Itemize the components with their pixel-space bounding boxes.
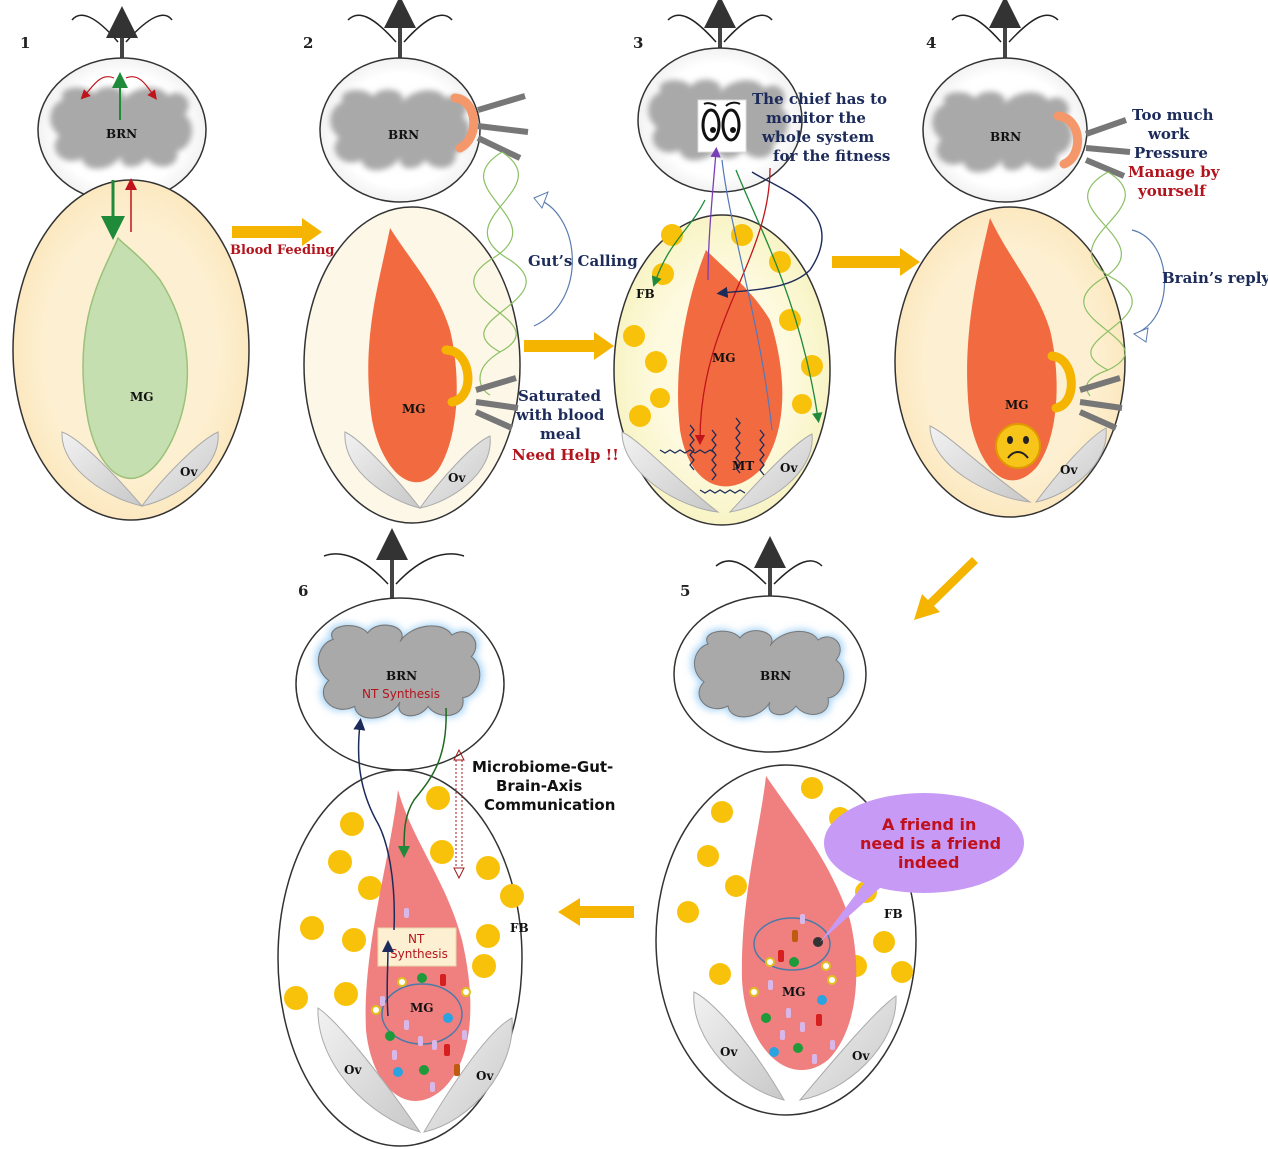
fat-body-label: FB xyxy=(636,287,655,301)
brain-label: BRN xyxy=(386,669,417,683)
tubule-label: MT xyxy=(732,459,754,473)
need-help-label: Need Help !! xyxy=(512,446,619,464)
saturated-line-1: Saturated xyxy=(518,387,601,405)
brains-reply-arrow xyxy=(1132,230,1165,334)
manage-line-1: Manage by xyxy=(1128,163,1221,181)
panel-number-5: 5 xyxy=(680,582,690,600)
gut-nt-line-2: Synthesis xyxy=(390,947,448,961)
brain-label: BRN xyxy=(106,127,137,141)
panel-number-6: 6 xyxy=(298,582,308,600)
eye-right xyxy=(723,110,739,140)
chief-line-4: for the fitness xyxy=(773,147,890,165)
midgut-label: MG xyxy=(1005,398,1029,412)
ovary-label: Ov xyxy=(780,461,798,475)
midgut-label: MG xyxy=(782,985,806,999)
arrow-3-to-4 xyxy=(832,248,920,276)
ovary-label: Ov xyxy=(180,465,198,479)
panel-number-2: 2 xyxy=(303,34,313,52)
ovary-label: Ov xyxy=(1060,463,1078,477)
brain-label: BRN xyxy=(760,669,791,683)
pressure-line-3: Pressure xyxy=(1134,144,1208,162)
ovary-label-left: Ov xyxy=(720,1045,738,1059)
arrow-5-to-6 xyxy=(558,898,634,926)
chief-line-2: monitor the xyxy=(766,109,866,127)
panel-number-1: 1 xyxy=(20,34,30,52)
axis-line-2: Brain-Axis xyxy=(496,777,582,795)
saturated-line-3: meal xyxy=(540,425,581,443)
sad-face-icon xyxy=(996,424,1040,468)
gut-nt-line-1: NT xyxy=(408,932,425,946)
fat-body-label: FB xyxy=(510,921,529,935)
eye-left xyxy=(703,110,719,140)
midgut-label: MG xyxy=(712,351,736,365)
panel-5: 5 BRN FB MG xyxy=(656,552,1024,1115)
midgut-label: MG xyxy=(402,402,426,416)
arrow-2-to-3 xyxy=(524,332,614,360)
arrow-1-to-2: Blood Feeding xyxy=(230,218,335,258)
fat-body-label: FB xyxy=(884,907,903,921)
friend-line-3: indeed xyxy=(898,853,959,872)
brain-signal-bars xyxy=(478,96,528,158)
saturated-line-2: with blood xyxy=(515,406,605,424)
ovary-label-right: Ov xyxy=(476,1069,494,1083)
brain-label: BRN xyxy=(990,130,1021,144)
guts-calling-label: Gut’s Calling xyxy=(528,252,638,270)
panel-2: 2 BRN MG Ov Gut’s Calling Saturated wit xyxy=(303,12,638,523)
axis-line-1: Microbiome-Gut- xyxy=(472,758,613,776)
panel-4: 4 BRN Too much work Pressure Manage by y… xyxy=(895,12,1268,517)
panel-3: 3 The chief has to monitor the whole sys… xyxy=(614,12,890,525)
manage-line-2: yourself xyxy=(1137,182,1207,200)
pressure-line-2: work xyxy=(1147,125,1190,143)
pressure-line-1: Too much xyxy=(1132,106,1214,124)
midgut-label: MG xyxy=(410,1001,434,1015)
arrow-4-to-5 xyxy=(914,557,978,620)
panel-number-4: 4 xyxy=(926,34,936,52)
brain-label: BRN xyxy=(388,128,419,142)
ovary-label: Ov xyxy=(448,471,466,485)
ovary-label-right: Ov xyxy=(852,1049,870,1063)
brains-reply-label: Brain’s reply xyxy=(1162,269,1268,287)
ovary-label-left: Ov xyxy=(344,1063,362,1077)
friend-line-2: need is a friend xyxy=(860,834,1001,853)
panel-6: 6 BRN NT Synthesis FB NT Synthesis MG xyxy=(278,544,615,1146)
midgut-label: MG xyxy=(130,390,154,404)
blood-feeding-label: Blood Feeding xyxy=(230,243,335,258)
chief-line-3: whole system xyxy=(761,128,874,146)
brain-signal-bars xyxy=(1086,120,1130,176)
panel-number-3: 3 xyxy=(633,34,643,52)
panel-1: 1 BRN MG Ov xyxy=(13,15,249,520)
chief-line-1: The chief has to xyxy=(752,90,887,108)
antennae xyxy=(72,15,172,62)
axis-line-3: Communication xyxy=(484,796,615,814)
brain-nt-synthesis: NT Synthesis xyxy=(362,687,440,701)
friend-line-1: A friend in xyxy=(882,815,976,834)
